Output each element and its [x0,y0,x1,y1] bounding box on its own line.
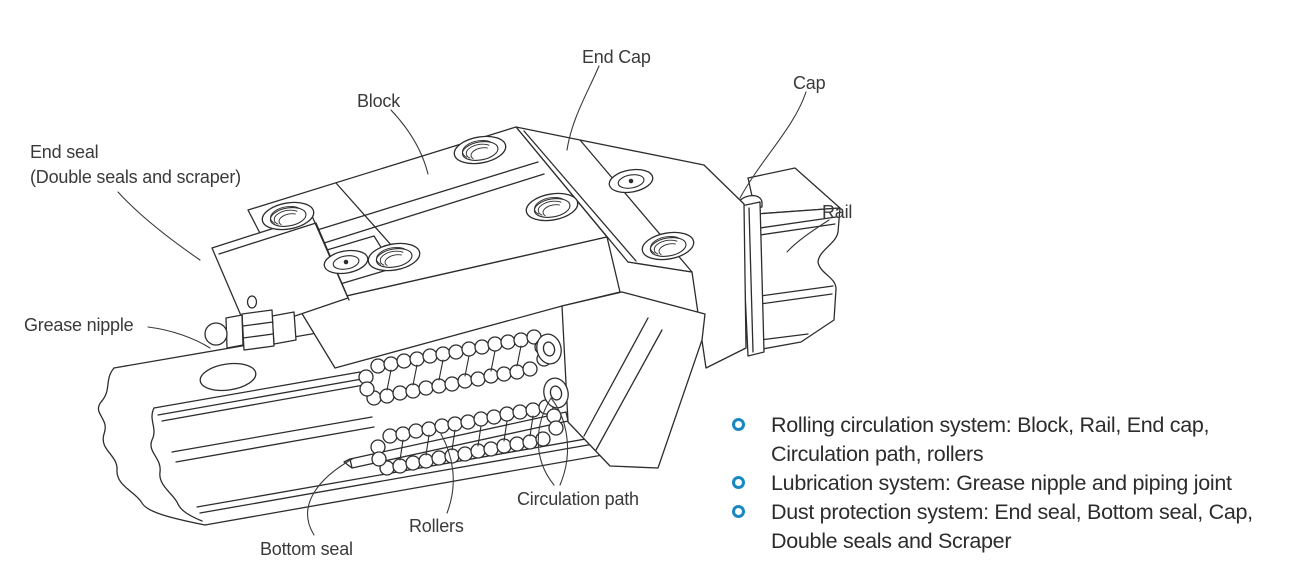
label-cap: Cap [793,73,826,93]
legend-item-text: Dust protection system: End seal, Bottom… [771,500,1253,553]
rail-left-drawing [97,326,666,526]
label-grease-nipple: Grease nipple [24,315,134,335]
legend-item-rolling: Rolling circulation system: Block, Rail,… [727,411,1279,469]
grease-nipple-drawing [204,309,297,351]
label-end-seal-sub: (Double seals and scraper) [30,167,241,187]
rail-right-drawing [707,167,841,351]
bullet-icon [732,418,745,431]
cap-drawing [736,195,765,357]
legend-item-text: Lubrication system: Grease nipple and pi… [771,471,1232,495]
system-legend: Rolling circulation system: Block, Rail,… [727,411,1279,556]
bullet-icon [732,505,745,518]
circulation-path-drawing [536,333,569,409]
label-rollers: Rollers [409,516,464,536]
label-end-seal: End seal [30,142,99,162]
label-block: Block [357,91,401,111]
label-end-cap: End Cap [582,47,651,67]
label-bottom-seal: Bottom seal [260,539,353,559]
label-rail: Rail [822,202,853,222]
label-circulation-path: Circulation path [517,489,639,509]
block-drawing [211,126,706,469]
rollers-drawing [358,329,564,476]
bullet-icon [732,476,745,489]
legend-item-lubrication: Lubrication system: Grease nipple and pi… [727,469,1279,498]
legend-item-dust: Dust protection system: End seal, Bottom… [727,498,1279,556]
legend-item-text: Rolling circulation system: Block, Rail,… [771,413,1210,466]
bottom-seal-drawing [343,411,569,469]
leader-lines [117,65,830,536]
